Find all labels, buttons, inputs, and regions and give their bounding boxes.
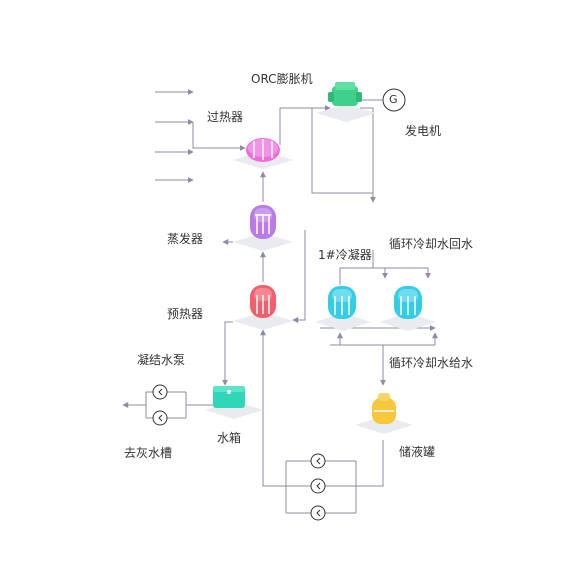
orc-expander	[328, 82, 362, 106]
preheater-side-line	[292, 230, 306, 323]
superheater-to-expander-line	[279, 105, 331, 145]
orc-expander-label: ORC膨胀机	[251, 72, 313, 86]
condensate-pump-label: 凝结水泵	[137, 353, 186, 367]
condenser1-platform	[315, 313, 371, 331]
heat-header-line	[192, 122, 246, 151]
cooling-return-header	[339, 267, 431, 285]
condensate-pump-1	[152, 384, 168, 400]
evaporator-vessel	[250, 205, 276, 239]
feed-pump-3	[310, 505, 326, 521]
cooling-water-supply-label: 循环冷却水给水	[389, 356, 474, 370]
feed-pump-1	[310, 453, 326, 469]
generator	[382, 88, 406, 112]
expander-outlet-line	[360, 107, 374, 193]
condenser-1	[328, 286, 356, 319]
condensate-pump-2	[152, 410, 168, 426]
tank-to-pumps-line	[356, 440, 384, 487]
superheater-vessel	[246, 138, 280, 162]
feed-pumps	[152, 384, 326, 521]
water-tank-label: 水箱	[217, 431, 242, 445]
condenser-label: 1#冷凝器	[318, 248, 372, 262]
superheater-label: 过热器	[207, 110, 244, 124]
water-tank-vessel	[213, 386, 245, 408]
preheater-label: 预热器	[167, 307, 204, 321]
expander-to-condenser-line	[311, 140, 376, 203]
expander-platform	[316, 104, 376, 122]
pipe-network	[122, 89, 438, 514]
feed-pump-2	[310, 478, 326, 494]
evaporator-label: 蒸发器	[167, 232, 204, 246]
to-ash-tank-label: 去灰水槽	[124, 446, 173, 460]
pumps-to-preheater-line	[260, 329, 286, 487]
condenser2-platform	[380, 313, 436, 331]
cooling-water-return-label: 循环冷却水回水	[389, 237, 474, 251]
condenser-2	[394, 286, 422, 319]
generator-symbol: G	[389, 93, 398, 106]
generator-label: 发电机	[405, 124, 442, 138]
evaporator-platform	[233, 233, 293, 251]
liquid-tank-label: 储液罐	[399, 445, 436, 459]
platforms	[205, 104, 436, 434]
preheater-platform	[233, 312, 293, 330]
liquidtank-platform	[355, 416, 413, 434]
pump-chevrons	[158, 388, 321, 517]
preheater-vessel	[250, 285, 276, 318]
preheater-to-watertank-line	[222, 321, 233, 386]
liquid-tank-vessel	[372, 393, 396, 424]
